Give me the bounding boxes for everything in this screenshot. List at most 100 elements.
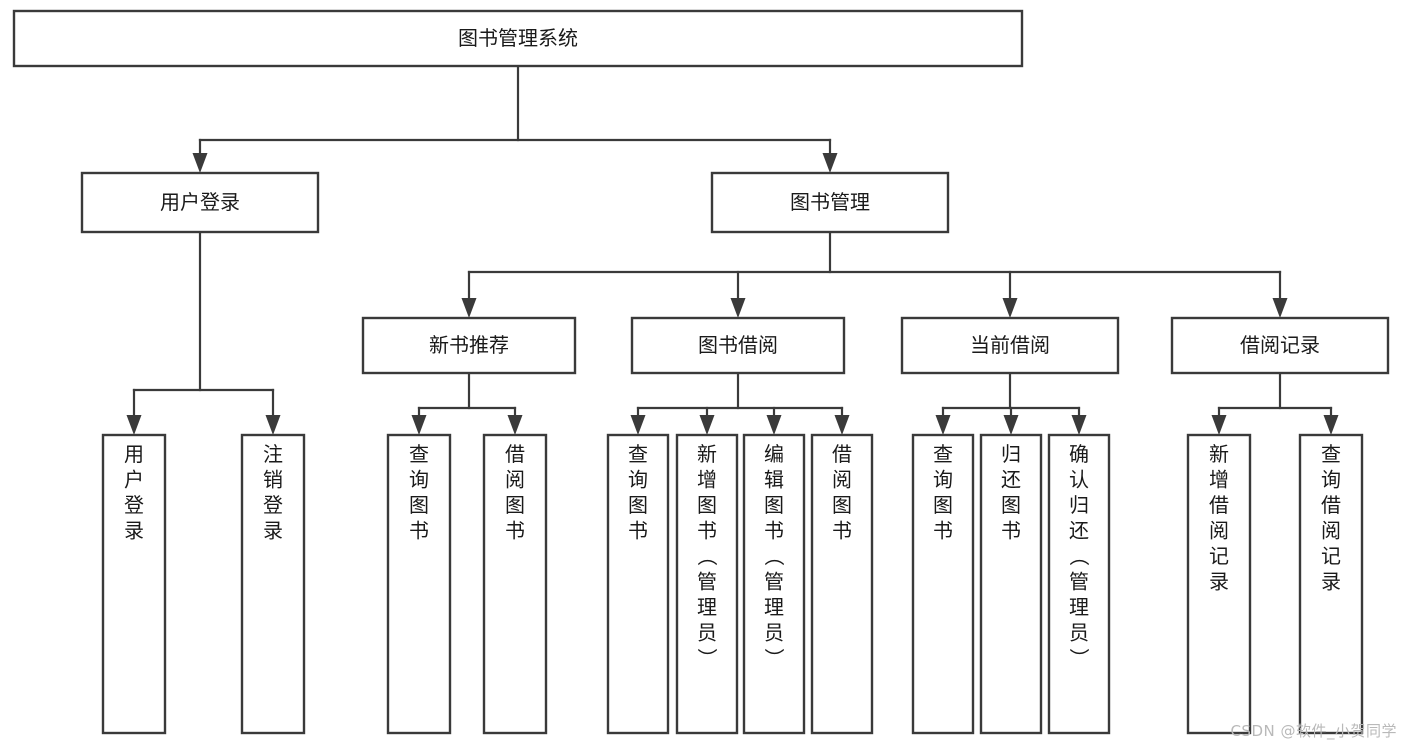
- node-box-user-login-leaf[interactable]: [101, 433, 167, 735]
- arrow-head-icon: [126, 415, 142, 435]
- node-new-book-recommend[interactable]: 新书推荐: [361, 316, 577, 375]
- node-label-bb-edit-book-char-3: 书: [764, 519, 784, 543]
- node-label-user-logout-leaf-char-3: 录: [263, 519, 283, 543]
- arrow-head-icon: [822, 153, 838, 173]
- node-label-br-add-record-char-4: 记: [1209, 544, 1229, 568]
- node-label-bb-add-book-char-7: 员: [697, 621, 717, 645]
- node-box-nbr-query-book[interactable]: [386, 433, 452, 735]
- node-label-cb-return-book-char-1: 还: [1001, 468, 1021, 492]
- node-box-borrow-record[interactable]: [1170, 316, 1390, 375]
- node-label-nbr-borrow-book-char-0: 借: [505, 442, 525, 466]
- node-label-cb-confirm-return-char-4: （: [1067, 546, 1091, 566]
- node-box-br-add-record[interactable]: [1186, 433, 1252, 735]
- node-label-bb-add-book-char-0: 新: [697, 442, 717, 466]
- arrow-head-icon: [411, 415, 427, 435]
- node-label-bb-edit-book-char-1: 辑: [764, 468, 784, 492]
- node-label-cb-confirm-return-char-8: ）: [1067, 648, 1091, 668]
- node-label-book-borrow: 图书借阅: [698, 333, 778, 357]
- arrow-head-icon: [1003, 415, 1019, 435]
- arrow-head-icon: [1272, 298, 1288, 318]
- node-label-cb-return-book-char-0: 归: [1001, 442, 1021, 466]
- node-label-cb-confirm-return-char-2: 归: [1069, 493, 1089, 517]
- node-label-br-query-record-char-5: 录: [1321, 570, 1341, 594]
- node-label-bb-query-book-char-3: 书: [628, 519, 648, 543]
- node-label-cb-confirm-return-char-1: 认: [1069, 468, 1089, 492]
- node-box-bb-borrow-book[interactable]: [810, 433, 874, 735]
- node-user-login[interactable]: 用户登录: [80, 171, 320, 234]
- node-book-management[interactable]: 图书管理: [710, 171, 950, 234]
- node-label-cb-confirm-return-char-0: 确: [1069, 442, 1089, 466]
- node-label-user-logout-leaf-char-2: 登: [263, 493, 283, 517]
- node-book-borrow[interactable]: 图书借阅: [630, 316, 846, 375]
- node-label-user-login-leaf-char-3: 录: [124, 519, 144, 543]
- node-user-login-leaf[interactable]: 用户登录: [101, 433, 167, 735]
- node-label-user-login: 用户登录: [160, 190, 240, 214]
- node-label-nbr-query-book-char-0: 查: [409, 442, 429, 466]
- arrow-head-icon: [834, 415, 850, 435]
- node-label-bb-borrow-book-char-2: 图: [832, 493, 852, 517]
- node-current-borrow[interactable]: 当前借阅: [900, 316, 1120, 375]
- arrow-head-icon: [461, 298, 477, 318]
- node-label-bb-add-book-char-1: 增: [697, 468, 717, 492]
- arrow-head-icon: [766, 415, 782, 435]
- node-box-root[interactable]: [12, 9, 1024, 68]
- node-box-book-borrow[interactable]: [630, 316, 846, 375]
- node-label-root: 图书管理系统: [458, 26, 578, 50]
- node-box-user-logout-leaf[interactable]: [240, 433, 306, 735]
- node-label-cb-confirm-return-char-5: 管: [1069, 570, 1089, 594]
- node-box-current-borrow[interactable]: [900, 316, 1120, 375]
- node-box-bb-query-book[interactable]: [606, 433, 670, 735]
- node-box-new-book-recommend[interactable]: [361, 316, 577, 375]
- node-box-cb-return-book[interactable]: [979, 433, 1043, 735]
- node-label-bb-borrow-book-char-0: 借: [832, 442, 852, 466]
- connectors-layer: [126, 64, 1339, 435]
- node-label-bb-query-book-char-1: 询: [628, 468, 648, 492]
- node-label-br-add-record-char-2: 借: [1209, 493, 1229, 517]
- node-label-nbr-borrow-book-char-1: 阅: [505, 468, 525, 492]
- arrow-head-icon: [730, 298, 746, 318]
- node-box-br-query-record[interactable]: [1298, 433, 1364, 735]
- node-label-br-query-record-char-4: 记: [1321, 544, 1341, 568]
- node-label-bb-add-book-char-4: （: [695, 546, 719, 566]
- node-box-book-management[interactable]: [710, 171, 950, 234]
- arrow-head-icon: [630, 415, 646, 435]
- node-label-cb-return-book-char-3: 书: [1001, 519, 1021, 543]
- arrow-head-icon: [935, 415, 951, 435]
- node-box-bb-add-book[interactable]: [675, 433, 739, 735]
- node-root-title[interactable]: 图书管理系统: [12, 9, 1024, 68]
- nodes-layer: 图书管理系统用户登录用户登录注销登录图书管理新书推荐查询图书借阅图书图书借阅查询…: [12, 9, 1390, 735]
- node-label-bb-edit-book-char-6: 理: [764, 595, 784, 619]
- node-label-br-query-record-char-3: 阅: [1321, 519, 1341, 543]
- node-label-nbr-borrow-book-char-2: 图: [505, 493, 525, 517]
- arrow-head-icon: [1071, 415, 1087, 435]
- node-box-cb-query-book[interactable]: [911, 433, 975, 735]
- node-label-cb-query-book-char-2: 图: [933, 493, 953, 517]
- node-box-nbr-borrow-book[interactable]: [482, 433, 548, 735]
- node-borrow-record[interactable]: 借阅记录: [1170, 316, 1390, 375]
- arrow-head-icon: [192, 153, 208, 173]
- arrow-head-icon: [1211, 415, 1227, 435]
- node-label-bb-query-book-char-2: 图: [628, 493, 648, 517]
- arrow-head-icon: [1323, 415, 1339, 435]
- node-box-cb-confirm-return[interactable]: [1047, 433, 1111, 735]
- node-label-cb-query-book-char-1: 询: [933, 468, 953, 492]
- node-box-bb-edit-book[interactable]: [742, 433, 806, 735]
- node-label-br-add-record-char-3: 阅: [1209, 519, 1229, 543]
- node-label-borrow-record: 借阅记录: [1240, 333, 1320, 357]
- node-box-user-login[interactable]: [80, 171, 320, 234]
- node-label-bb-edit-book-char-0: 编: [764, 442, 784, 466]
- node-label-br-query-record-char-0: 查: [1321, 442, 1341, 466]
